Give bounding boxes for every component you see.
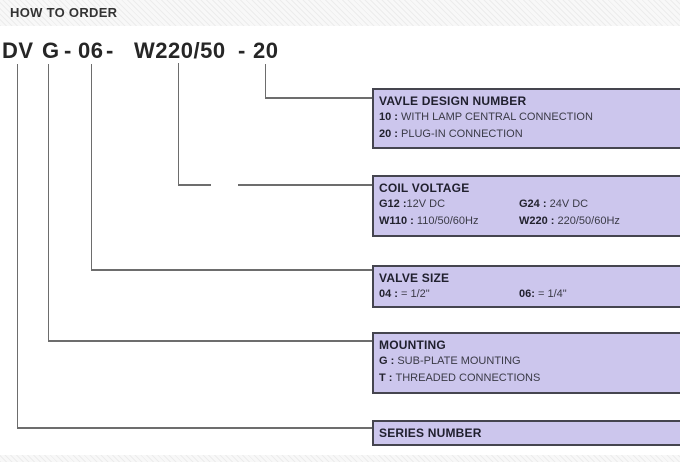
spec-row: 20 : PLUG-IN CONNECTION	[379, 126, 676, 143]
spec-value: = 1/4"	[537, 288, 567, 300]
spec-key: 04 :	[379, 288, 402, 300]
box-title: VAVLE DESIGN NUMBER	[379, 94, 527, 108]
coil-voltage-box: COIL VOLTAGE G12 :12V DC G24 : 24V DC W1…	[372, 175, 680, 237]
order-code-dash-1: -	[64, 38, 72, 63]
spec-row: T : THREADED CONNECTIONS	[379, 370, 676, 387]
spec-row: W220 : 220/50/60Hz	[519, 213, 676, 230]
section-header-bar: HOW TO ORDER	[0, 0, 680, 26]
spec-value: 110/50/60Hz	[416, 214, 479, 227]
spec-grid: G12 :12V DC G24 : 24V DC W110 : 110/50/6…	[379, 196, 676, 229]
spec-row: G24 : 24V DC	[519, 196, 676, 213]
spec-value: PLUG-IN CONNECTION	[401, 127, 523, 140]
spec-row: G : SUB-PLATE MOUNTING	[379, 353, 676, 370]
box-title: COIL VOLTAGE	[379, 181, 470, 195]
order-code-segment-mounting: G	[42, 38, 60, 63]
spec-value: 220/50/60Hz	[557, 214, 620, 227]
connector-hline-design-number	[265, 97, 372, 99]
valve-design-number-box: VAVLE DESIGN NUMBER 10 : WITH LAMP CENTR…	[372, 88, 680, 149]
connector-hline-coil-voltage-a	[178, 184, 211, 186]
spec-key: G :	[379, 355, 398, 367]
connector-vline-valve-size	[91, 64, 92, 271]
series-number-box: SERIES NUMBER	[372, 420, 680, 446]
spec-key: G12 :	[379, 198, 407, 210]
spec-value: = 1/2"	[401, 288, 430, 300]
connector-hline-valve-size	[91, 269, 372, 271]
spec-key: G24 :	[519, 198, 550, 210]
connector-hline-mounting	[48, 340, 372, 342]
spec-key: W220 :	[519, 214, 558, 227]
order-code: DV G - 06 - W220/50 - 20	[0, 38, 680, 66]
spec-key: T :	[379, 371, 396, 384]
spec-row: 04 : = 1/2"	[379, 286, 519, 303]
order-code-segment-design: 20	[253, 38, 279, 63]
spec-key: 10 :	[379, 111, 402, 123]
box-title: VALVE SIZE	[379, 271, 450, 285]
spec-row: 10 : WITH LAMP CENTRAL CONNECTION	[379, 109, 676, 126]
spec-row: W110 : 110/50/60Hz	[379, 213, 519, 230]
spec-key: 06:	[519, 288, 538, 300]
spec-key: W110 :	[379, 214, 417, 227]
valve-size-box: VALVE SIZE 04 : = 1/2" 06: = 1/4"	[372, 265, 680, 308]
connector-vline-coil-voltage	[178, 63, 179, 186]
page-title: HOW TO ORDER	[10, 5, 118, 20]
spec-key: 20 :	[379, 127, 402, 140]
spec-grid: 04 : = 1/2" 06: = 1/4"	[379, 286, 676, 303]
spec-value: THREADED CONNECTIONS	[395, 371, 541, 384]
connector-vline-design-number	[265, 64, 266, 99]
spec-value: WITH LAMP CENTRAL CONNECTION	[401, 111, 593, 123]
order-code-segment-series: DV	[2, 38, 34, 63]
spec-value: SUB-PLATE MOUNTING	[397, 355, 521, 367]
connector-hline-series-number	[17, 427, 372, 429]
bottom-divider	[0, 455, 680, 462]
order-code-dash-3: -	[238, 38, 246, 63]
spec-row: 06: = 1/4"	[519, 286, 676, 303]
connector-hline-coil-voltage-b	[238, 184, 372, 186]
connector-vline-series-number	[17, 64, 18, 429]
box-title: MOUNTING	[379, 338, 446, 352]
spec-value: 24V DC	[549, 198, 589, 210]
box-title: SERIES NUMBER	[379, 426, 482, 440]
connector-vline-mounting	[48, 64, 49, 342]
order-code-segment-voltage: W220/50	[134, 38, 226, 63]
spec-value: 12V DC	[406, 198, 446, 210]
order-code-segment-size: 06	[78, 38, 104, 63]
spec-row: G12 :12V DC	[379, 196, 519, 213]
mounting-box: MOUNTING G : SUB-PLATE MOUNTING T : THRE…	[372, 332, 680, 394]
order-code-dash-2: -	[106, 38, 114, 63]
